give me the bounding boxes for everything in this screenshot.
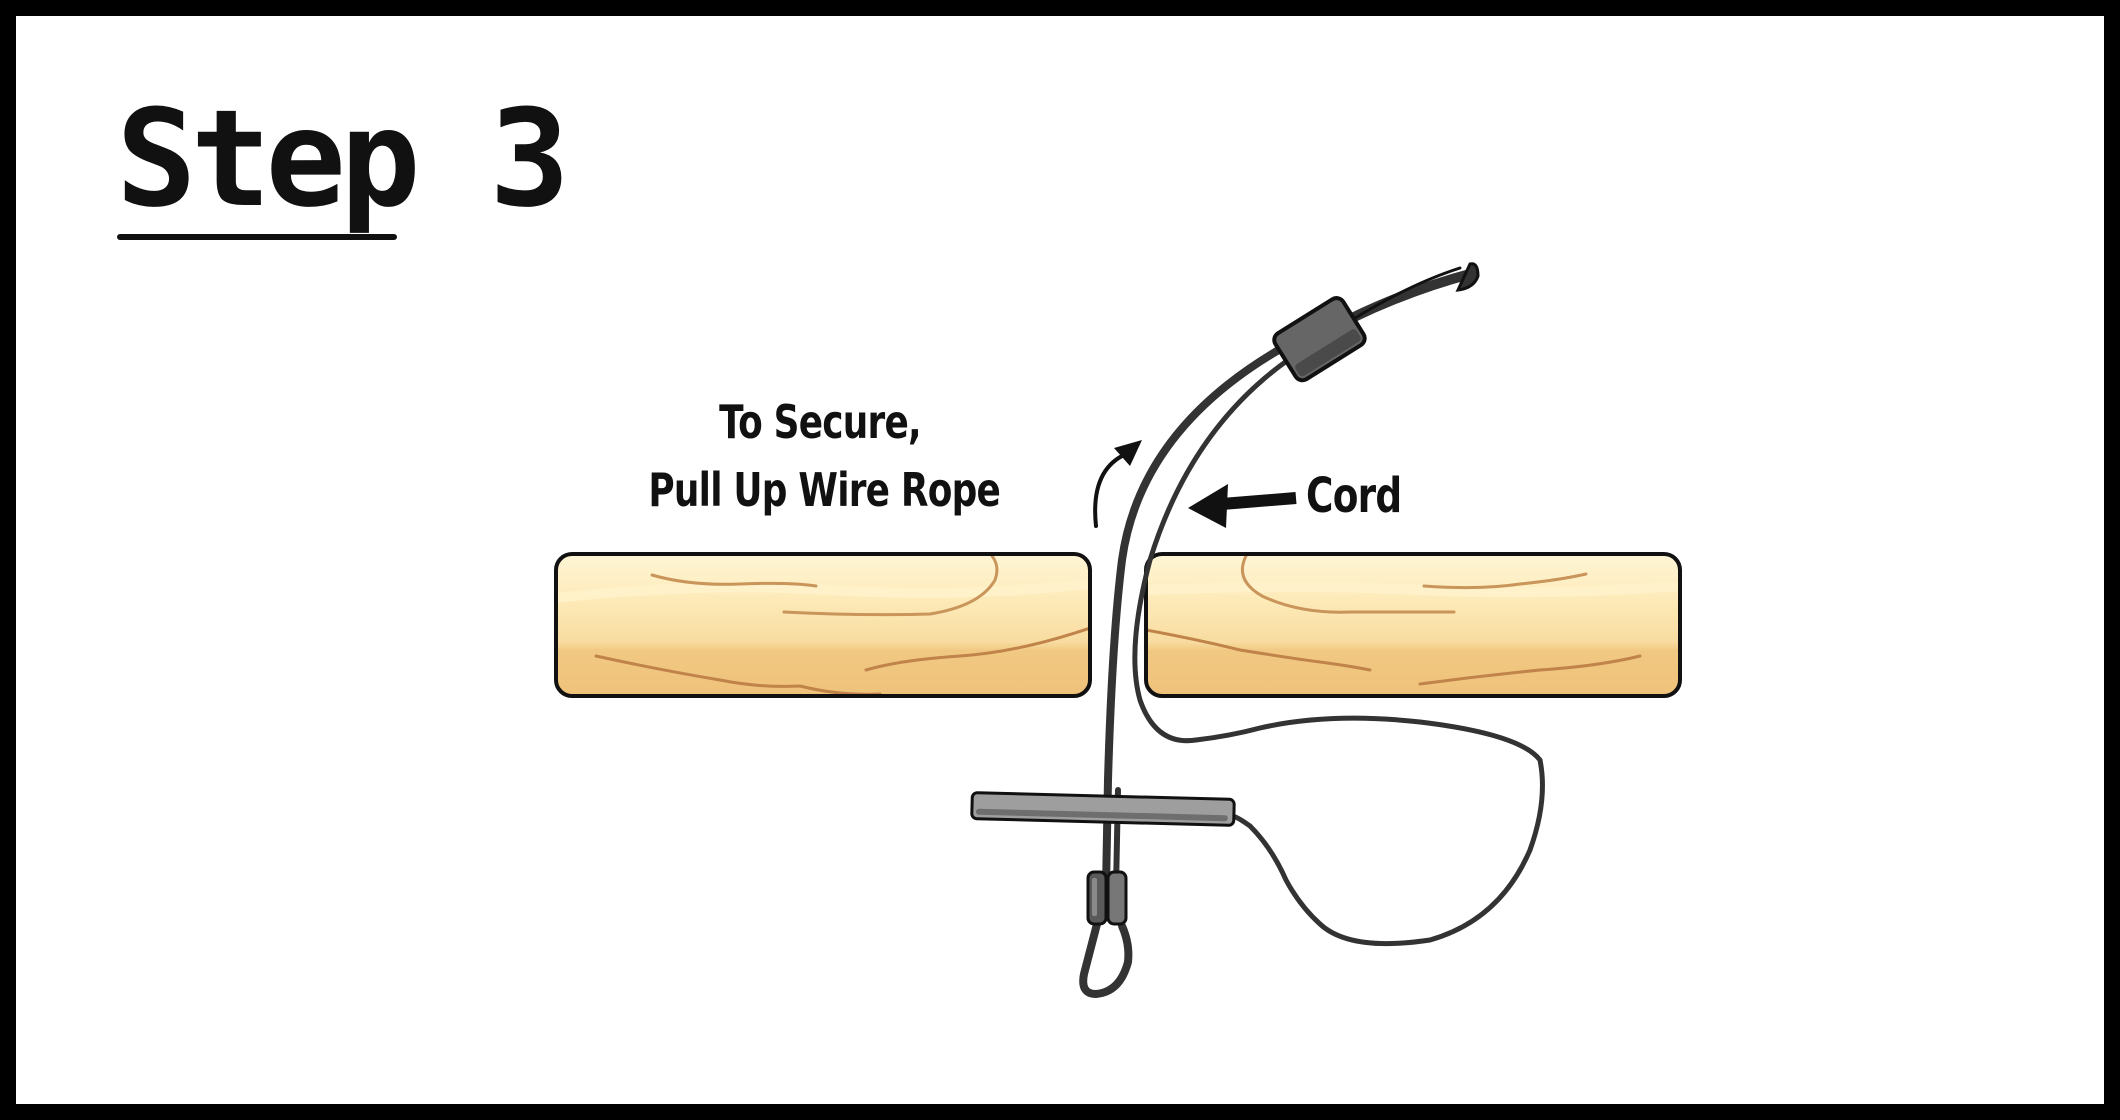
- toggle-bar: [970, 791, 1236, 827]
- cord-lock: [1272, 296, 1367, 383]
- instruction-label: To Secure, Pull Up Wire Rope: [648, 388, 1001, 524]
- curved-arrow-up-icon: [1093, 440, 1142, 528]
- step-title: Step 3: [116, 81, 570, 237]
- step-title-underline: [117, 234, 397, 240]
- instruction-line-2: Pull Up Wire Rope: [648, 463, 1001, 517]
- left-deck-board: [554, 552, 1092, 698]
- cord-label: Cord: [1306, 468, 1402, 524]
- right-deck-board: [1144, 552, 1682, 698]
- ferrule-clamps: [1086, 870, 1128, 926]
- cord-tail: [1347, 262, 1480, 323]
- wire-rope-loop: [1079, 920, 1133, 999]
- instruction-line-1: To Secure,: [719, 395, 921, 449]
- cord: [1132, 357, 1545, 947]
- arrow-left-icon: [1188, 484, 1297, 528]
